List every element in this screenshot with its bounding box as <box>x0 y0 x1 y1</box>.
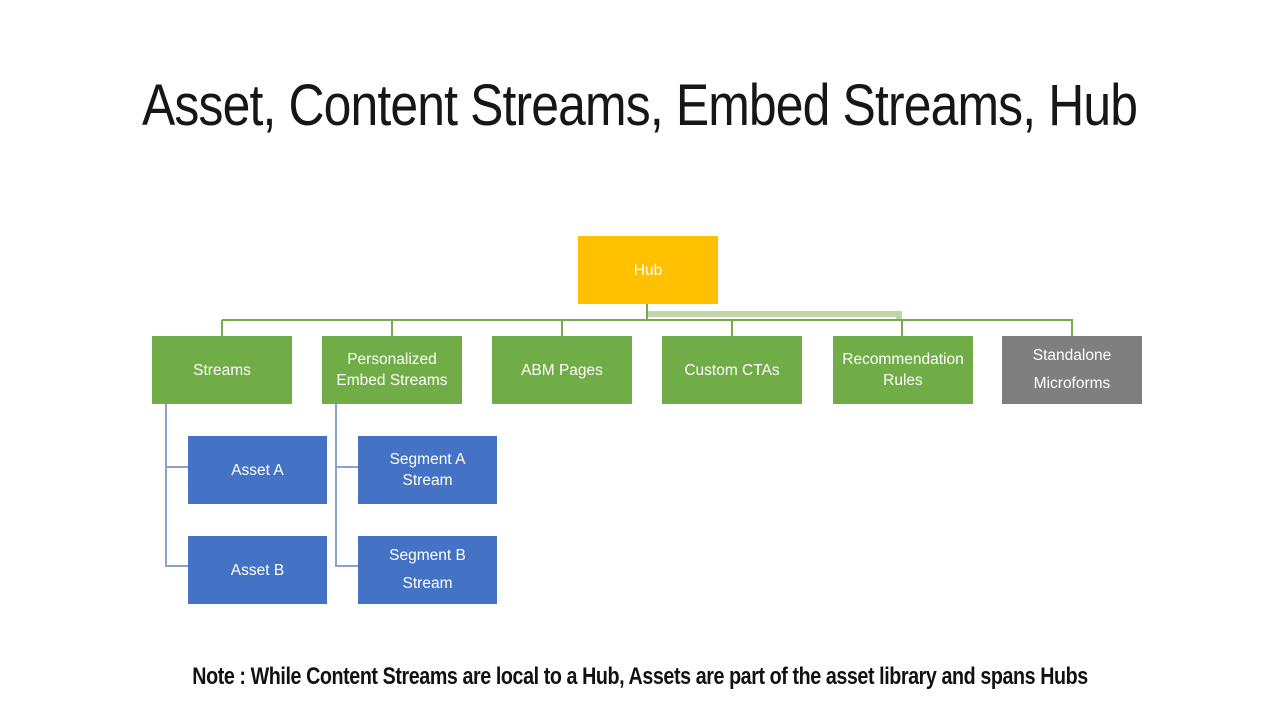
node-personalized-line1: Personalized <box>347 351 437 368</box>
connector-hub-recommendation-highlight <box>647 311 900 317</box>
connector-stub-asset-a <box>165 466 188 468</box>
node-streams: Streams <box>152 336 292 404</box>
connector-drop-personalized <box>391 320 393 336</box>
node-streams-label: Streams <box>193 361 251 379</box>
connector-streams-trunk <box>165 404 167 567</box>
node-custom-ctas-label: Custom CTAs <box>684 361 780 379</box>
connector-hub-recommendation-highlight-drop <box>896 311 902 321</box>
node-recommendation-rules: Recommendation Rules <box>833 336 973 404</box>
node-personalized-embed-streams: Personalized Embed Streams <box>322 336 462 404</box>
node-segment-a-stream: Segment A Stream <box>358 436 497 504</box>
connector-personalized-trunk <box>335 404 337 567</box>
slide-note: Note : While Content Streams are local t… <box>0 663 1280 691</box>
node-standalone-line1: Standalone <box>1032 347 1112 364</box>
node-segment-b-line2: Stream <box>402 575 453 592</box>
node-segment-a-line1: Segment A <box>389 451 466 468</box>
connector-hub-drop <box>646 304 648 321</box>
connector-drop-custom-ctas <box>731 320 733 336</box>
node-recommendation-line2: Rules <box>883 372 923 389</box>
node-abm-pages: ABM Pages <box>492 336 632 404</box>
node-personalized-line2: Embed Streams <box>336 372 448 389</box>
node-segment-b-stream: Segment B Stream <box>358 536 497 604</box>
node-asset-b: Asset B <box>188 536 327 604</box>
node-asset-a: Asset A <box>188 436 327 504</box>
node-recommendation-line1: Recommendation <box>842 351 964 368</box>
node-segment-a-line2: Stream <box>402 472 453 489</box>
connector-drop-standalone <box>1071 320 1073 336</box>
node-asset-b-label: Asset B <box>230 561 285 579</box>
connector-drop-streams <box>221 320 223 336</box>
node-standalone-line2: Microforms <box>1033 375 1111 392</box>
node-custom-ctas: Custom CTAs <box>662 336 802 404</box>
node-segment-b-line1: Segment B <box>389 547 466 564</box>
connector-stub-segment-b <box>335 565 358 567</box>
node-hub: Hub <box>578 236 718 304</box>
connector-drop-abm-pages <box>561 320 563 336</box>
slide-title: Asset, Content Streams, Embed Streams, H… <box>0 72 1280 139</box>
connector-level2-rail <box>222 319 1073 321</box>
node-asset-a-label: Asset A <box>231 461 284 479</box>
slide-note-text: Note : While Content Streams are local t… <box>192 663 1088 690</box>
node-abm-pages-label: ABM Pages <box>521 361 603 379</box>
slide-title-text: Asset, Content Streams, Embed Streams, H… <box>142 73 1138 138</box>
connector-drop-recommendation <box>901 320 903 336</box>
node-standalone-microforms: Standalone Microforms <box>1002 336 1142 404</box>
node-hub-label: Hub <box>633 261 663 279</box>
connector-stub-segment-a <box>335 466 358 468</box>
connector-stub-asset-b <box>165 565 188 567</box>
